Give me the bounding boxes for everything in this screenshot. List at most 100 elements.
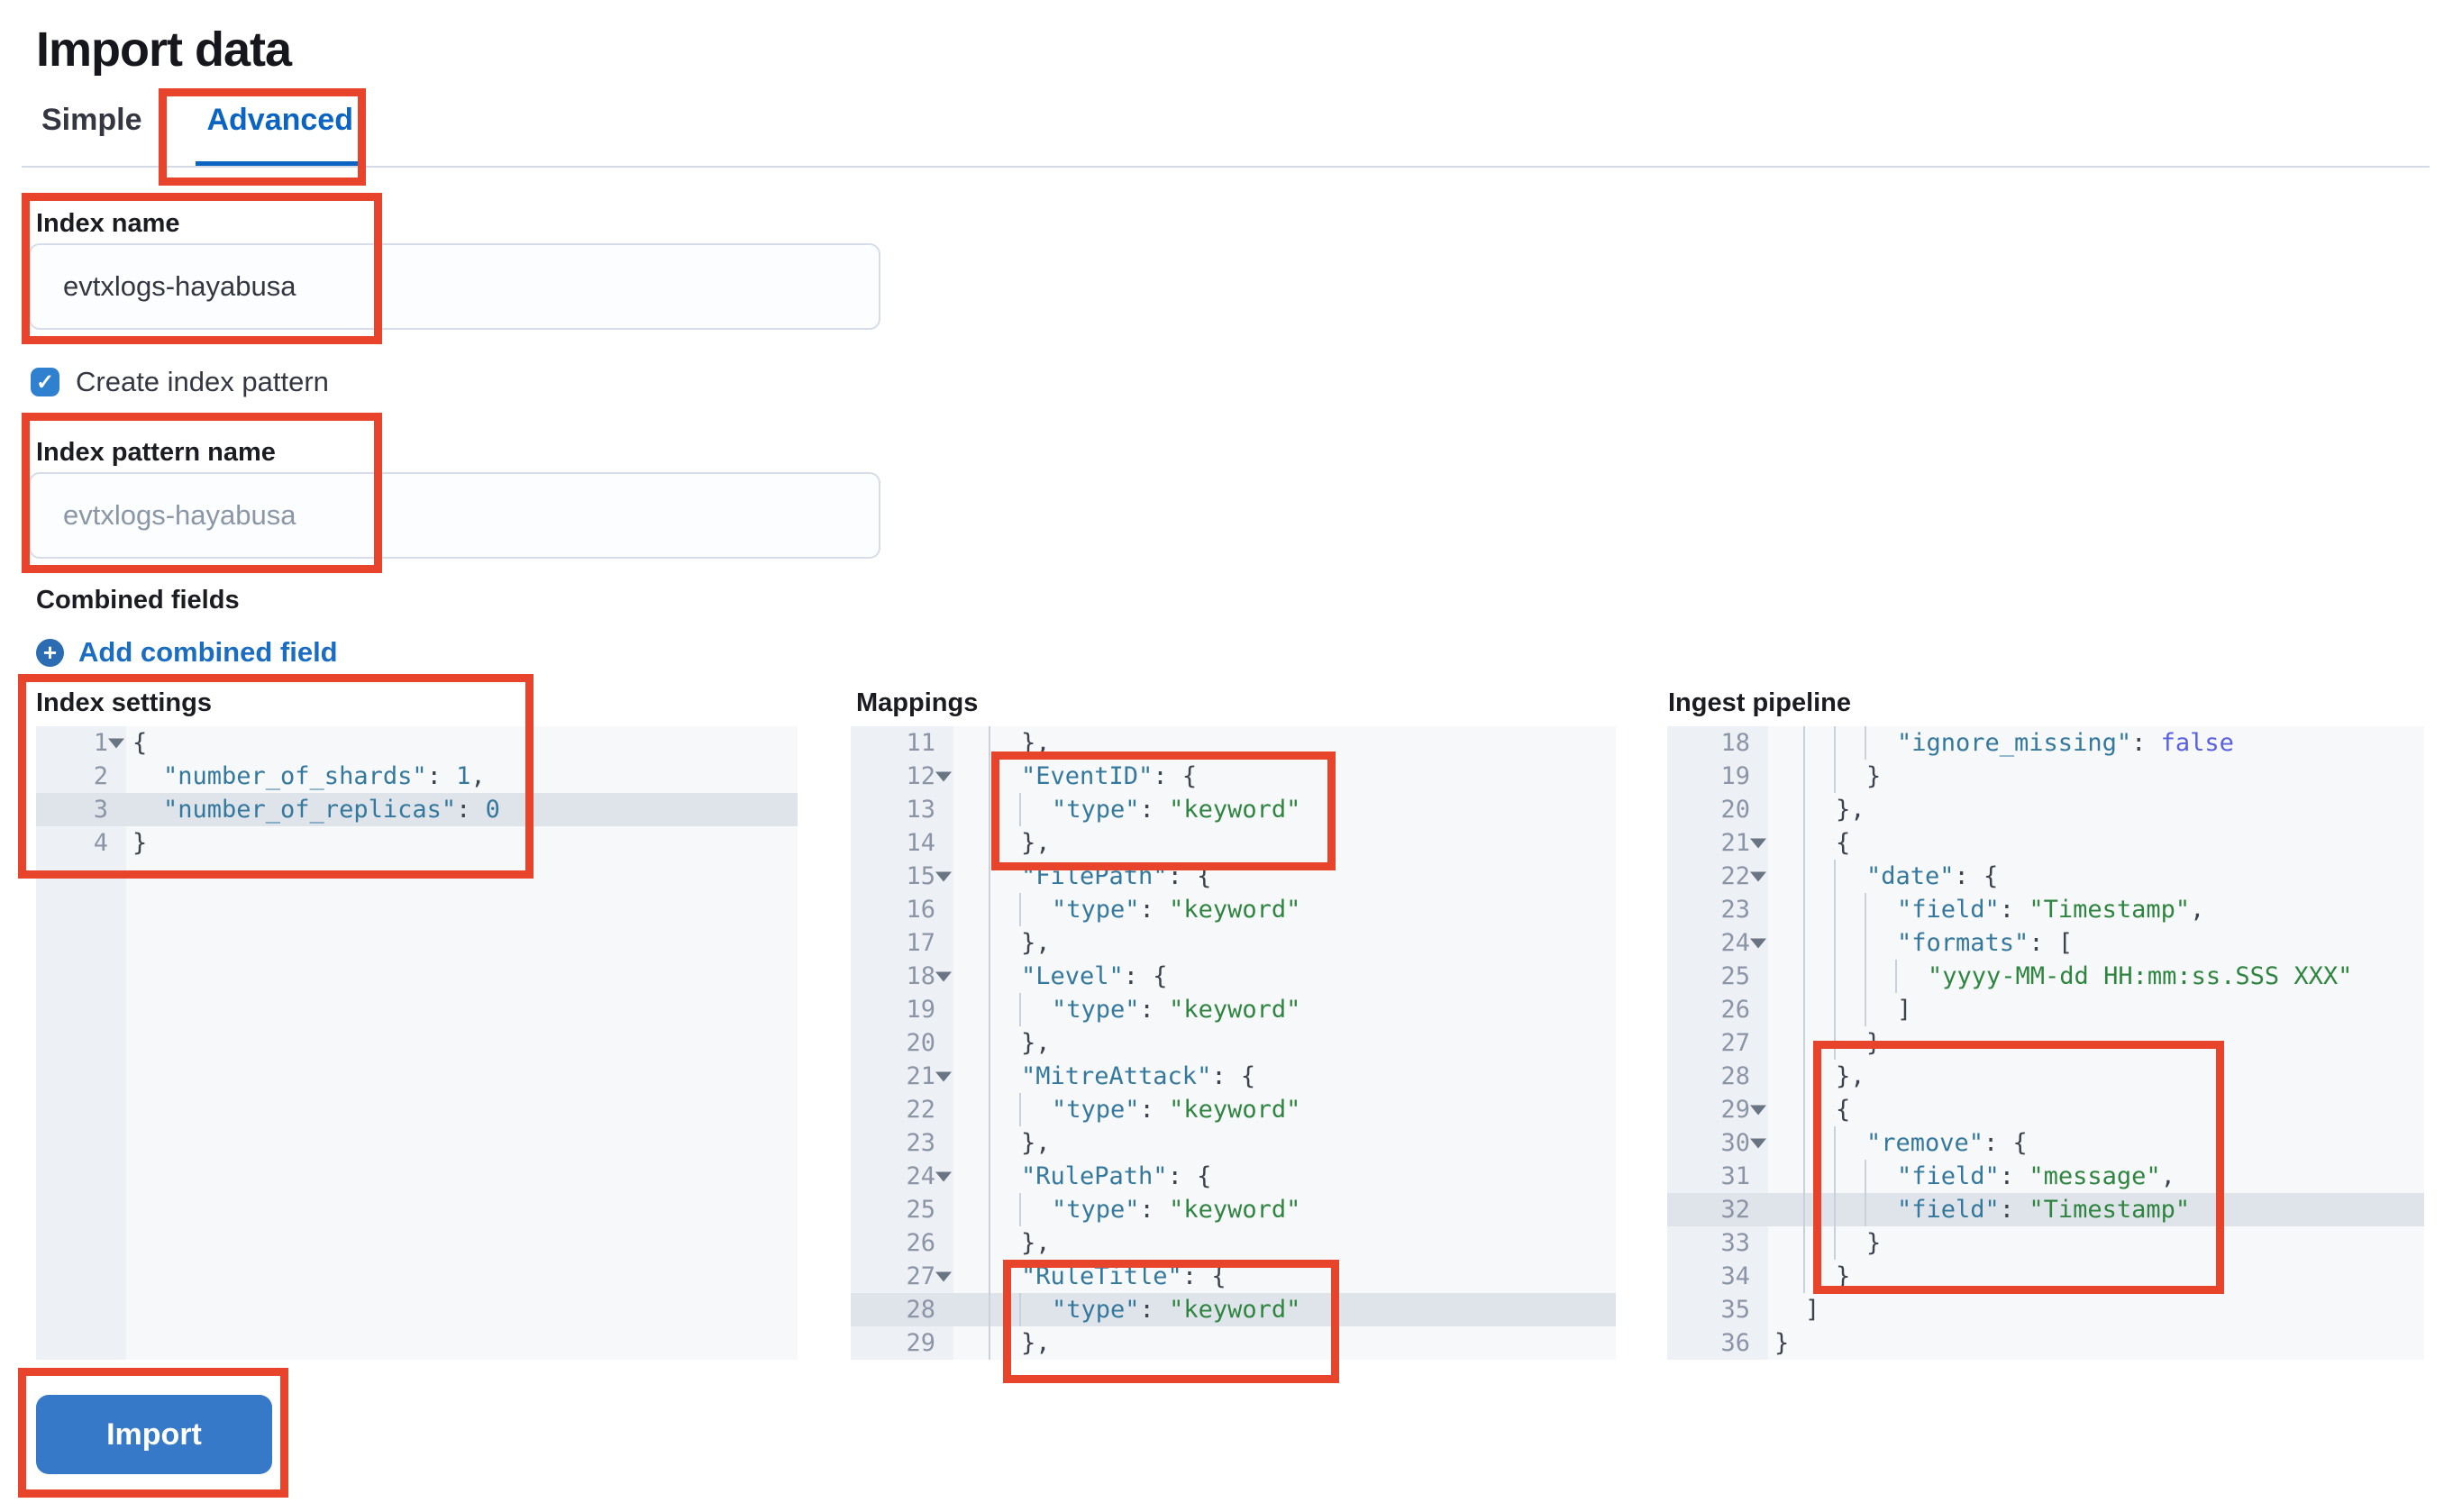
fold-arrow-icon[interactable]	[1750, 1105, 1766, 1115]
code-line: 31"field": "message",	[1667, 1160, 2424, 1193]
indent-guide	[989, 826, 990, 860]
code-line	[36, 926, 798, 960]
line-number: 32	[1720, 1196, 1750, 1224]
line-number: 29	[1720, 1096, 1750, 1124]
indent-guide	[989, 1293, 990, 1326]
gutter-cell: 16	[851, 893, 953, 926]
create-index-pattern-checkbox[interactable]: ✓	[31, 368, 59, 396]
index-pattern-name-input[interactable]	[29, 472, 880, 559]
indent-guide	[1834, 726, 1836, 760]
fold-arrow-icon[interactable]	[935, 871, 952, 881]
gutter-cell	[36, 1126, 126, 1160]
code-line: 25 "yyyy-MM-dd HH:mm:ss.SSS XXX"	[1667, 960, 2424, 993]
code-content: ]	[1768, 1293, 2424, 1326]
code-content: }	[1768, 1226, 2424, 1260]
fold-arrow-icon[interactable]	[1750, 938, 1766, 948]
tab-advanced[interactable]: Advanced	[196, 103, 364, 167]
code-content: {	[1768, 1093, 2424, 1126]
code-content: "yyyy-MM-dd HH:mm:ss.SSS XXX"	[1768, 960, 2424, 993]
line-number: 27	[1720, 1029, 1750, 1057]
line-number: 26	[1720, 996, 1750, 1024]
code-content	[126, 993, 798, 1026]
tab-bar: Simple Advanced	[31, 103, 364, 167]
gutter-cell: 36	[1667, 1326, 1768, 1360]
fold-arrow-icon[interactable]	[108, 738, 124, 748]
code-line	[36, 893, 798, 926]
indent-guide	[1803, 860, 1805, 893]
tab-simple[interactable]: Simple	[41, 103, 142, 137]
code-line: 28"type": "keyword"	[851, 1293, 1616, 1326]
fold-arrow-icon[interactable]	[935, 1271, 952, 1281]
code-text: "field": "Timestamp",	[1897, 896, 2205, 924]
fold-arrow-icon[interactable]	[935, 771, 952, 781]
mappings-editor[interactable]: 11},12"EventID": {13"type": "keyword"14}…	[851, 726, 1616, 1360]
gutter-cell: 20	[851, 1026, 953, 1060]
code-content: "RulePath": {	[953, 1160, 1616, 1193]
code-text: "remove": {	[1866, 1129, 2028, 1157]
indent-guide	[1803, 826, 1805, 860]
code-text: "number_of_shards": 1,	[163, 762, 486, 790]
code-text: {	[1836, 1096, 1851, 1124]
line-number: 20	[1720, 796, 1750, 824]
code-line: 2"number_of_shards": 1,	[36, 760, 798, 793]
fold-arrow-icon[interactable]	[1750, 871, 1766, 881]
code-text: {	[132, 729, 148, 757]
code-line: 11},	[851, 726, 1616, 760]
gutter-cell	[36, 1093, 126, 1126]
fold-arrow-icon[interactable]	[1750, 1138, 1766, 1148]
code-line: 35]	[1667, 1293, 2424, 1326]
code-line: 30"remove": {	[1667, 1126, 2424, 1160]
line-number: 18	[1720, 729, 1750, 757]
gutter-cell	[36, 1260, 126, 1293]
line-number: 20	[906, 1029, 935, 1057]
code-line: 21"MitreAttack": {	[851, 1060, 1616, 1093]
indent-guide	[989, 893, 990, 926]
code-content: "MitreAttack": {	[953, 1060, 1616, 1093]
combined-fields-label: Combined fields	[36, 586, 240, 615]
gutter-cell: 27	[851, 1260, 953, 1293]
code-line	[36, 1260, 798, 1293]
code-text: },	[1021, 929, 1051, 957]
code-text: ]	[1897, 996, 1912, 1024]
line-number: 25	[1720, 962, 1750, 990]
gutter-cell	[36, 1226, 126, 1260]
index-name-input[interactable]	[29, 243, 880, 330]
fold-arrow-icon[interactable]	[1750, 838, 1766, 848]
code-content: ]	[1768, 993, 2424, 1026]
code-text: "Level": {	[1021, 962, 1168, 990]
code-content	[126, 1093, 798, 1126]
fold-arrow-icon[interactable]	[935, 1171, 952, 1181]
gutter-cell: 18	[1667, 726, 1768, 760]
fold-arrow-icon[interactable]	[935, 1071, 952, 1081]
gutter-cell: 26	[851, 1226, 953, 1260]
indent-guide	[1019, 1093, 1021, 1126]
index-settings-editor[interactable]: 1{2"number_of_shards": 1,3"number_of_rep…	[36, 726, 798, 1360]
indent-guide	[1865, 926, 1866, 960]
import-button[interactable]: Import	[36, 1395, 272, 1474]
index-settings-label: Index settings	[36, 688, 212, 717]
gutter-cell	[36, 1326, 126, 1360]
gutter-cell: 33	[1667, 1226, 1768, 1260]
code-content: },	[953, 926, 1616, 960]
code-content	[126, 1260, 798, 1293]
code-content: },	[953, 1326, 1616, 1360]
code-line: 25"type": "keyword"	[851, 1193, 1616, 1226]
code-text: "formats": [	[1897, 929, 2074, 957]
code-text: "RulePath": {	[1021, 1162, 1212, 1190]
code-content: }	[1768, 1260, 2424, 1293]
code-text: "ignore_missing": false	[1897, 729, 2234, 757]
gutter-cell: 22	[1667, 860, 1768, 893]
add-combined-field-link[interactable]: + Add combined field	[36, 636, 338, 669]
indent-guide	[1834, 1026, 1836, 1060]
indent-guide	[1803, 1026, 1805, 1060]
code-text: "date": {	[1866, 862, 1999, 890]
gutter-cell: 4	[36, 826, 126, 860]
line-number: 11	[906, 729, 935, 757]
fold-arrow-icon[interactable]	[935, 971, 952, 981]
indent-guide	[989, 1060, 990, 1093]
code-text: },	[1021, 1029, 1051, 1057]
code-line: 21{	[1667, 826, 2424, 860]
gutter-cell: 32	[1667, 1193, 1768, 1226]
gutter-cell: 1	[36, 726, 126, 760]
